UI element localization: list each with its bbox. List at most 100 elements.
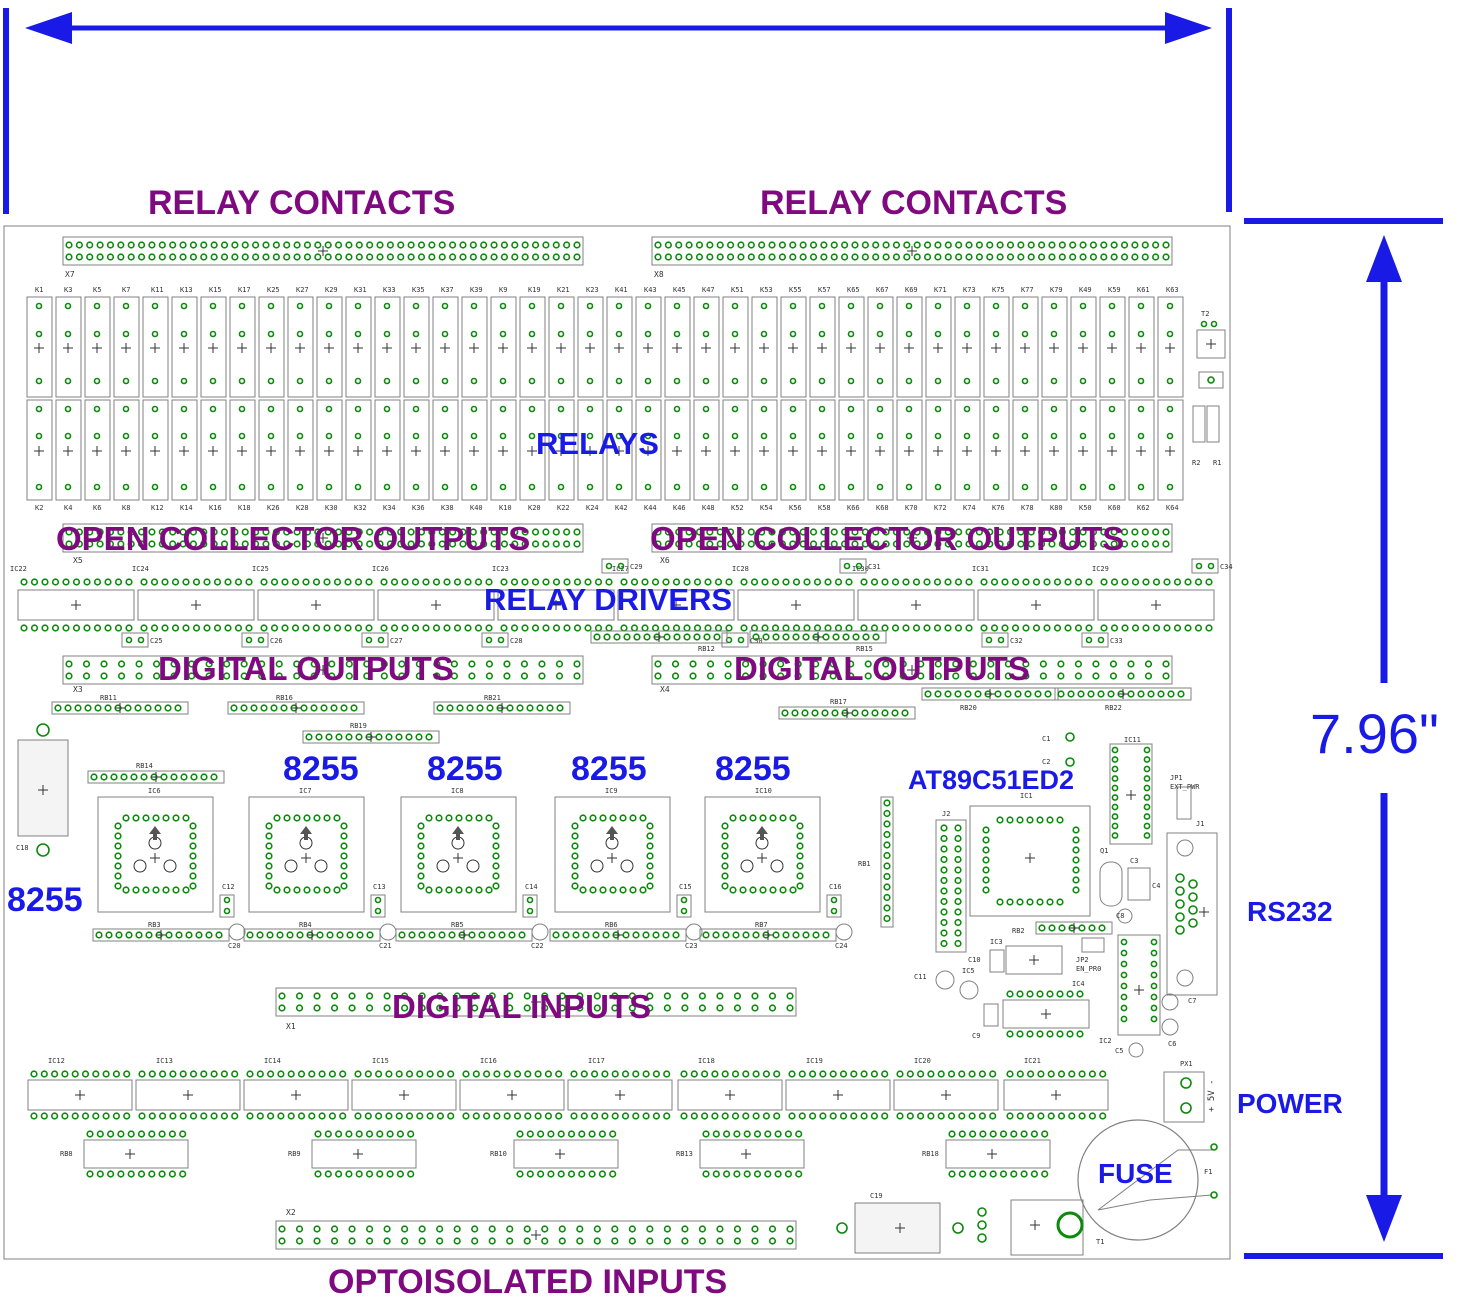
ic-pin (324, 1130, 332, 1138)
pin (1143, 775, 1151, 782)
connector-pin (1057, 660, 1065, 668)
relay-ref-bottom: K4 (64, 504, 72, 512)
pin (1143, 794, 1151, 801)
ic-pin (584, 624, 592, 632)
ic-pin (1030, 1130, 1038, 1138)
connector-pin (675, 528, 683, 536)
relay-center-mark (1078, 446, 1088, 456)
relay-ref-bottom: K68 (876, 504, 889, 512)
connector-pin (952, 660, 960, 668)
connector-pin (500, 253, 509, 261)
relay-bottom (113, 399, 140, 501)
connector-pin (706, 241, 714, 249)
connector-pin (521, 241, 529, 249)
relay-bottom (838, 399, 865, 501)
connector-pin (418, 1004, 426, 1012)
ic-pin (621, 1112, 630, 1120)
connector-pin (252, 241, 260, 249)
rn-pin (822, 633, 830, 641)
connector-pin (428, 253, 436, 261)
ic-pin (256, 1112, 264, 1120)
relay-pin (702, 377, 710, 385)
ic-pin (1173, 624, 1182, 632)
ic-pin (792, 624, 801, 632)
ic-pin (641, 624, 649, 632)
connector-pin (996, 540, 1004, 548)
ic-center-mark (183, 1090, 193, 1100)
rn-pin (883, 914, 891, 923)
connector-pin (733, 1004, 742, 1012)
rn-pin (210, 773, 218, 781)
rn-pin (901, 709, 909, 717)
ic-pin (1022, 624, 1030, 632)
ic-pin (345, 1130, 353, 1138)
relay-pin (1108, 405, 1116, 413)
rn-pin (862, 633, 870, 641)
connector-pin (511, 241, 519, 249)
relay-center-mark (469, 446, 479, 456)
resistor-r2-ref: R2 (1192, 459, 1200, 467)
ic-pin (396, 1130, 405, 1138)
jumper-jp1 (1176, 786, 1192, 820)
ic-pin (753, 1130, 762, 1138)
relay-pin (470, 405, 478, 413)
relay-ref-top: K43 (644, 286, 657, 294)
connector-pin (188, 660, 196, 668)
ppi-8255-socket (554, 796, 671, 913)
connector-pin (1089, 528, 1098, 536)
power-connector-px1 (1163, 1071, 1205, 1123)
rn-pin (1058, 924, 1066, 932)
ic-pin (302, 578, 310, 586)
connector-pin (799, 241, 807, 249)
relay-center-mark (614, 343, 624, 353)
regulator-pin (977, 1233, 987, 1243)
relay-pin (557, 432, 565, 440)
relay-pin (992, 405, 1000, 413)
ic-pin (277, 1112, 285, 1120)
connector-pin (965, 253, 973, 261)
regulator-pin (977, 1220, 987, 1230)
connector-pin (397, 241, 405, 249)
plcc-hole (590, 859, 604, 873)
connector-pin (137, 528, 146, 536)
ic-pin (999, 1170, 1008, 1178)
relay-pin (615, 483, 623, 491)
ic-pin (578, 1130, 586, 1138)
connector-pin (240, 660, 248, 668)
rn-pin (891, 709, 899, 717)
relay-ref-top: K27 (296, 286, 309, 294)
relay-pin (1166, 377, 1174, 385)
connector-pin (706, 528, 714, 536)
relay-center-mark (527, 343, 537, 353)
rn-pin (335, 733, 343, 741)
ic-pin (72, 578, 81, 586)
ic-pin (542, 624, 550, 632)
ic-pin (933, 624, 942, 632)
plcc-pin (340, 882, 348, 890)
relay-pin (934, 302, 942, 310)
relay-top (171, 296, 198, 398)
relay-pin (992, 483, 1000, 491)
connector-center-mark (531, 1230, 541, 1240)
relay-ref-bottom: K28 (296, 504, 309, 512)
ic-pin (1110, 578, 1119, 586)
connector-pin (872, 241, 880, 249)
ic-pin (906, 1112, 914, 1120)
ic-pin (1184, 578, 1192, 586)
ic-pin (563, 624, 571, 632)
plcc-pin (796, 832, 804, 840)
plcc-pin (1026, 898, 1034, 906)
connector-pin (737, 241, 745, 249)
ic-pin (773, 1112, 781, 1120)
ic-center-mark (291, 1090, 301, 1100)
connector-pin (1100, 528, 1108, 536)
connector-pin (726, 528, 735, 536)
relay-driver-ic-ref: IC22 (10, 565, 27, 573)
rn-pin (1034, 690, 1042, 698)
relay-ref-bottom: K16 (209, 504, 222, 512)
connector-pin (152, 660, 161, 668)
connector-pin (675, 253, 683, 261)
plcc-pin (417, 822, 425, 830)
connector-pin (934, 528, 942, 536)
